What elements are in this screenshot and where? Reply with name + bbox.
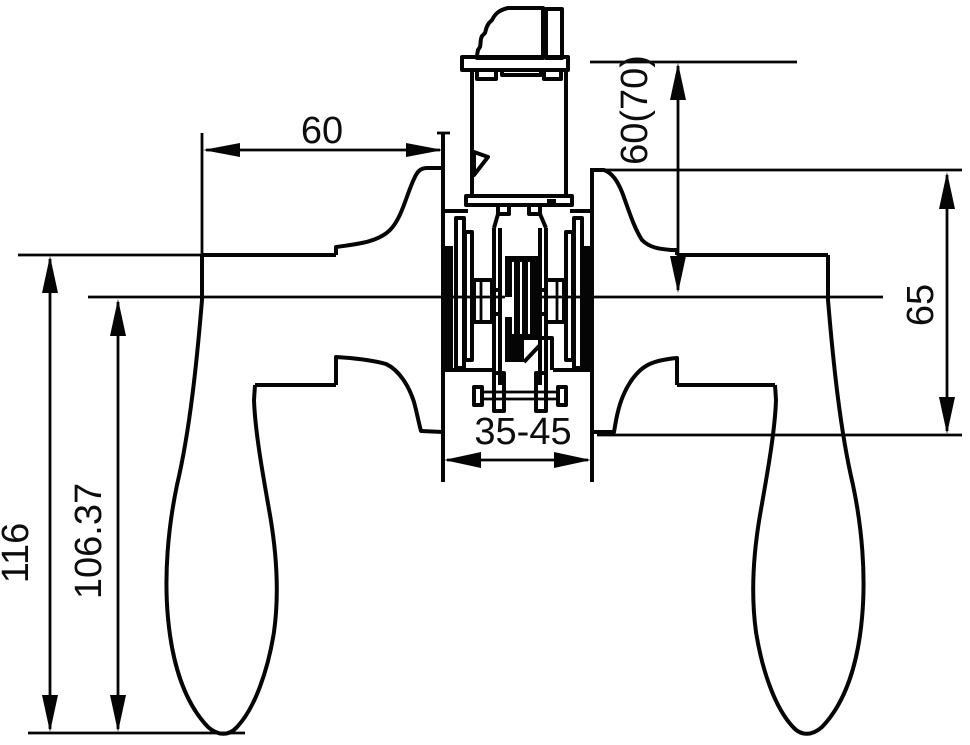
cylinder-notch [472,150,490,177]
hub-notch [505,297,514,317]
dim-label-rose-height: 65 [900,284,942,326]
dim-label-door-thickness: 35-45 [474,411,571,453]
arrowhead-6070-top [670,63,686,100]
mount-strip-left [444,246,453,368]
left-lever-handle [18,166,444,736]
dimension-cylinder-height: 60(70) [614,55,686,293]
arrowhead-65-top [939,172,955,209]
dim-label-inner-drop: 106.37 [68,483,110,599]
arrowhead-60-left [203,143,240,157]
tie-bar-cap-right [556,385,568,407]
right-rose-top [592,168,679,255]
arrowhead-10637-bottom [110,695,126,732]
dimension-inner-drop: 106.37 [68,299,126,732]
latch-foot [522,336,554,370]
hub-step [505,340,524,362]
key-blade [544,7,564,60]
hub-flange-left [472,278,494,324]
arrowhead-3545-right [554,452,591,468]
plate-left-outer [454,216,466,370]
arrowhead-3545-left [444,452,481,468]
cylinder-base-plate [464,194,574,207]
arrowhead-65-bottom [939,397,955,434]
spindle-shaft [492,228,548,385]
left-rose-bottom [334,355,444,434]
tie-bar-cap-left [472,385,484,407]
dimension-door-thickness: 35-45 [444,411,591,468]
spindle-flare [492,213,548,229]
dimension-backset: 60 [203,110,443,157]
base-tab-left [496,203,511,216]
cylinder-body [470,68,568,198]
key-cylinder-assembly [460,6,574,229]
dim-label-cylinder-height: 60(70) [614,55,656,165]
left-rose-top [334,166,443,255]
arrowhead-6070-bottom [670,256,686,293]
mount-strip-right [583,246,592,368]
right-grip [751,255,866,736]
arrowhead-116-top [42,256,58,293]
reference-lines [28,60,962,735]
flange-notch [500,70,543,77]
dimension-rose-height: 65 [900,172,955,434]
arrowhead-116-bottom [42,695,58,732]
dim-label-overall-drop: 116 [0,523,37,584]
left-grip [164,255,279,736]
dimension-overall-drop: 116 [0,256,58,732]
dim-label-backset: 60 [301,110,343,152]
tie-bars [480,390,560,401]
key-head [475,6,545,60]
base-plate-tick [547,199,556,204]
plate-right-outer [572,216,584,370]
right-lever-handle [592,168,866,736]
hub-flange-right [544,278,566,324]
lock-chassis [437,131,594,482]
arrowhead-60-right [406,143,443,157]
right-rose-bottom [592,356,679,434]
arrowhead-10637-top [110,299,126,336]
base-tab-right [527,203,542,216]
